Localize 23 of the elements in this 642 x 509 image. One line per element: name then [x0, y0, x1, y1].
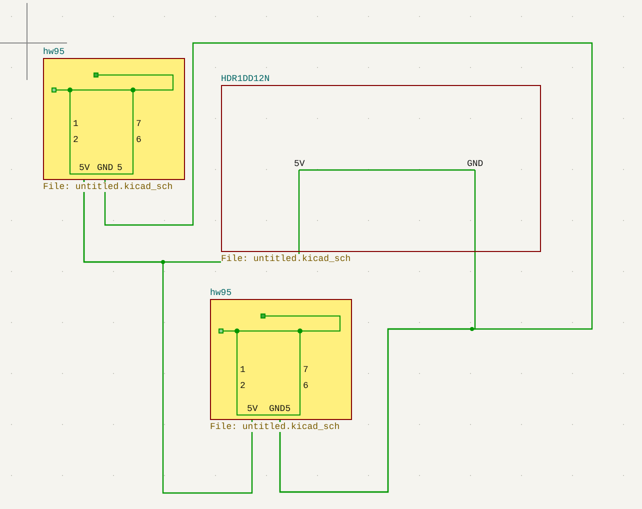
pin-number: 7 [303, 365, 308, 375]
wire [299, 169, 475, 171]
sheet-pin-label: GND [467, 159, 484, 169]
sheet-file-name: File: untitled.kicad_sch [221, 254, 351, 264]
sheet-name: HDR1DD12N [221, 74, 270, 84]
sheet-pin-label: GND5 [269, 404, 291, 414]
pin-number: 2 [240, 381, 246, 391]
sheet-pin-label: 5 [117, 163, 122, 173]
pin-number: 1 [240, 365, 246, 375]
pin-number: 2 [73, 135, 78, 145]
sheet-pin-label: 5V [247, 404, 258, 414]
sheet-name: hw95 [210, 288, 232, 298]
sheet-pin-label: 5V [294, 159, 305, 169]
pin-number: 6 [136, 135, 142, 145]
pin-number: 1 [73, 119, 78, 129]
sheet-pin-label: GND [97, 163, 114, 173]
sheet-name: hw95 [43, 47, 65, 57]
sheet-pin-label: 5V [79, 163, 90, 173]
pin-number: 6 [303, 381, 308, 391]
pin-number: 7 [136, 119, 142, 129]
sheet-file-name: File: untitled.kicad_sch [43, 182, 173, 192]
wire [279, 170, 476, 493]
sheet-file-name: File: untitled.kicad_sch [210, 422, 340, 432]
